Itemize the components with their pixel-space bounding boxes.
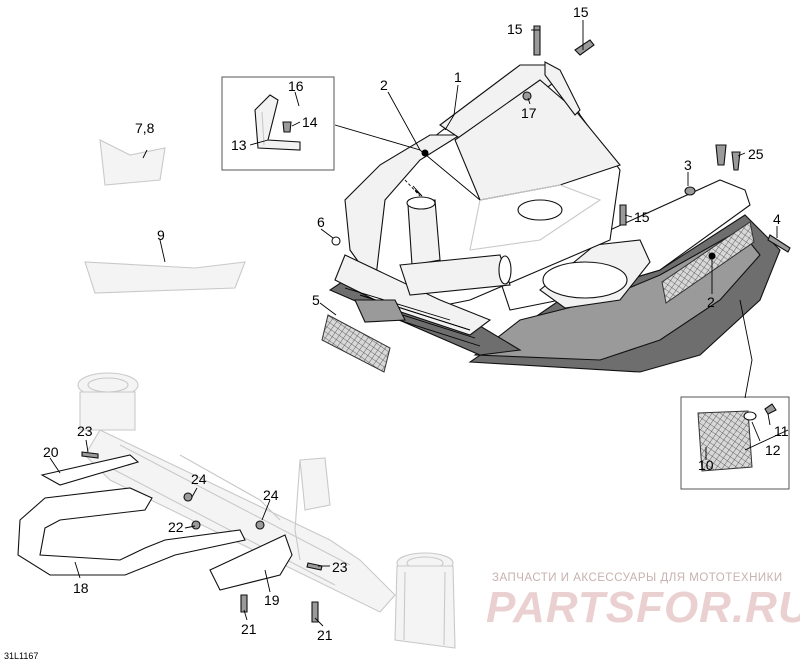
callout-11: 11 <box>774 423 789 439</box>
callout-16: 16 <box>288 78 304 94</box>
callout-7-8: 7,8 <box>135 120 155 136</box>
callout-22: 22 <box>168 519 184 535</box>
callout-2a: 2 <box>380 77 388 93</box>
inset-bracket-detail <box>221 76 335 171</box>
callout-15b: 15 <box>573 4 589 20</box>
callout-5: 5 <box>312 292 320 308</box>
callout-9: 9 <box>157 227 165 243</box>
callout-1: 1 <box>454 69 462 85</box>
callout-14: 14 <box>302 114 318 130</box>
callout-18: 18 <box>73 580 89 596</box>
drawing-ref-code: 31L1167 <box>4 651 38 661</box>
callout-labels: 1 2 2 3 4 5 6 7,8 9 10 11 12 13 14 15 15… <box>43 4 789 643</box>
callout-23a: 23 <box>77 423 93 439</box>
callout-23b: 23 <box>332 559 348 575</box>
callout-24b: 24 <box>263 487 279 503</box>
callout-12: 12 <box>765 442 781 458</box>
decal-9 <box>84 261 246 294</box>
bracket-19 <box>209 534 293 591</box>
watermark: ЗАПЧАСТИ И АКСЕССУАРЫ ДЛЯ МОТОТЕХНИКИ PA… <box>486 572 800 632</box>
watermark-logo: PARTSFOR.RU <box>486 583 800 632</box>
leader-lines <box>49 20 778 627</box>
front-mesh-grille <box>321 314 391 373</box>
inset-mesh-detail <box>680 396 790 490</box>
callout-15c: 15 <box>634 209 650 225</box>
watermark-tagline: ЗАПЧАСТИ И АКСЕССУАРЫ ДЛЯ МОТОТЕХНИКИ <box>492 572 783 584</box>
callout-24a: 24 <box>191 471 207 487</box>
callout-21b: 21 <box>317 627 333 643</box>
callout-19: 19 <box>264 592 280 608</box>
callout-25: 25 <box>748 146 764 162</box>
callout-21a: 21 <box>241 621 257 637</box>
callout-3: 3 <box>684 157 692 173</box>
front-bumper <box>17 454 246 576</box>
callout-13: 13 <box>231 137 247 153</box>
callout-10: 10 <box>698 457 714 473</box>
callout-20: 20 <box>43 444 59 460</box>
hardware <box>81 25 791 623</box>
callout-17: 17 <box>521 105 537 121</box>
callout-4: 4 <box>773 211 781 227</box>
front-grille-slats <box>344 287 481 347</box>
decal-7-8 <box>99 139 166 186</box>
callout-15a: 15 <box>507 21 523 37</box>
callout-2b: 2 <box>707 294 715 310</box>
side-mesh-grille <box>661 221 755 304</box>
belly-pan-assembly <box>328 61 781 373</box>
callout-6: 6 <box>317 214 325 230</box>
